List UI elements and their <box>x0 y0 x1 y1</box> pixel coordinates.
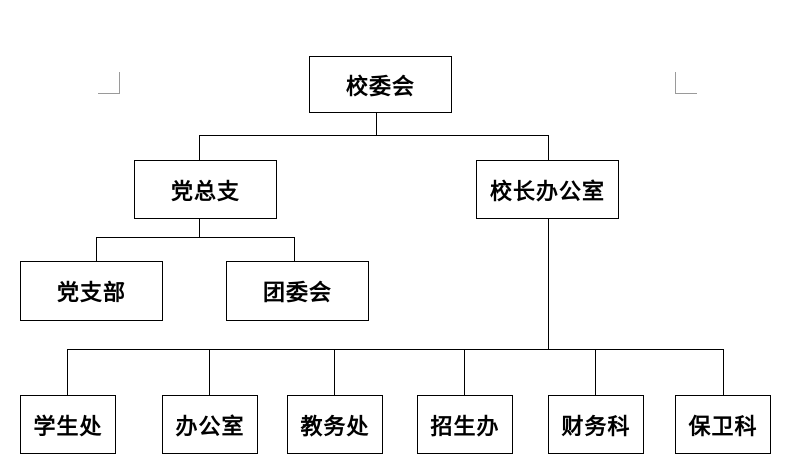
node-party-branch: 党总支 <box>134 160 277 219</box>
connector-office-down <box>548 218 549 349</box>
page-margin-mark-right <box>675 72 697 94</box>
connector-to-dept-5 <box>595 349 596 395</box>
connector-party-down <box>199 218 200 237</box>
connector-root-down <box>376 112 377 135</box>
connector-to-principal-office <box>548 135 549 160</box>
connector-to-party-branch <box>199 135 200 160</box>
connector-to-dept-1 <box>67 349 68 395</box>
node-school-committee: 校委会 <box>309 56 452 113</box>
connector-to-dept-4 <box>464 349 465 395</box>
node-student-affairs: 学生处 <box>20 395 116 454</box>
node-general-office: 办公室 <box>162 395 258 454</box>
connector-level2-bar <box>199 135 548 136</box>
connector-to-party-sub-branch <box>96 237 97 261</box>
page-margin-mark-left <box>98 72 120 94</box>
connector-to-dept-3 <box>334 349 335 395</box>
node-security-section: 保卫科 <box>675 395 771 454</box>
connector-party-bar <box>96 237 295 238</box>
node-finance-section: 财务科 <box>548 395 644 454</box>
node-party-sub-branch: 党支部 <box>20 261 163 321</box>
node-youth-league-committee: 团委会 <box>226 261 369 321</box>
node-academic-affairs: 教务处 <box>287 395 383 454</box>
connector-to-dept-6 <box>723 349 724 395</box>
node-principal-office: 校长办公室 <box>476 160 619 219</box>
connector-to-dept-2 <box>209 349 210 395</box>
connector-departments-bar <box>67 349 724 350</box>
node-admissions-office: 招生办 <box>417 395 513 454</box>
connector-to-youth-league <box>294 237 295 261</box>
